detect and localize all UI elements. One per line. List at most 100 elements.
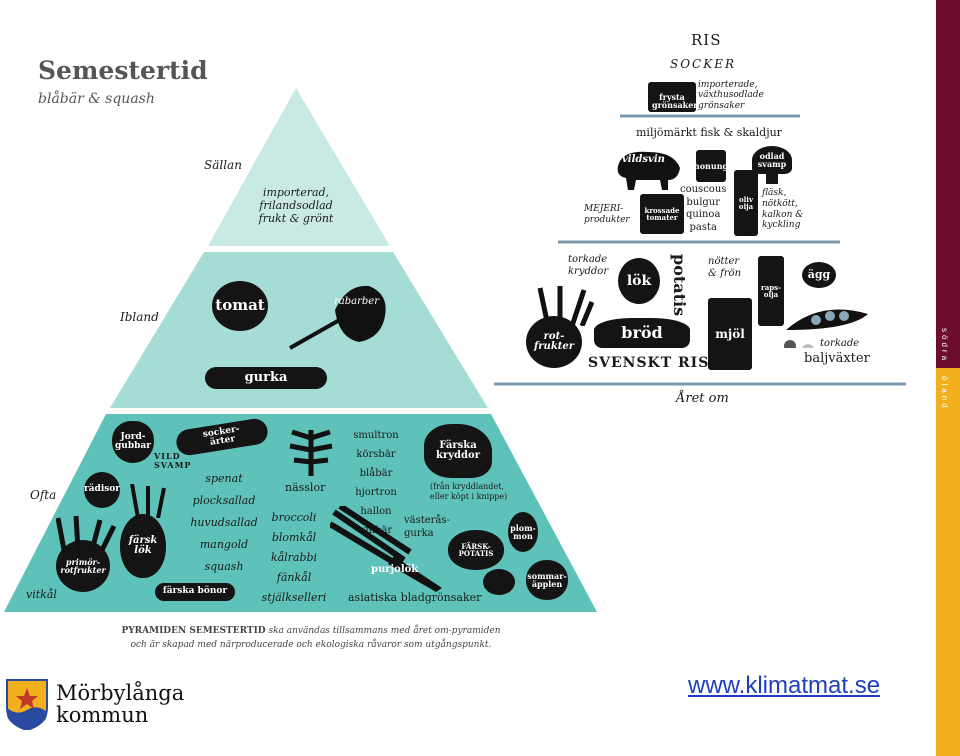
mushroom-label: odlad svamp: [757, 150, 787, 169]
potato-label: FÄRSK- POTATIS: [458, 541, 494, 558]
bread-icon: bröd: [594, 318, 690, 348]
top-rice: RIS: [691, 31, 722, 49]
legumes-label-b: baljväxter: [804, 351, 870, 366]
apple-label: sommar- äpplen: [527, 570, 567, 589]
top-tier-text: importerad, frilandsodlad frukt & grönt: [258, 186, 334, 226]
top-sugar: SOCKER: [670, 57, 736, 71]
leafy-greens-label: asiatiska bladgrönsaker: [348, 591, 482, 604]
summer-pyramid: Semestertid blåbär & squash Sällan Iblan…: [4, 56, 597, 653]
fresh-beans-label: färska bönor: [162, 586, 228, 597]
potato-icon: FÄRSK- POTATIS: [448, 530, 504, 570]
onion-icon: lök: [618, 258, 660, 304]
boar-icon: [617, 151, 680, 190]
rapeseed-bottle: raps- olja: [758, 256, 784, 326]
sidebar-text-bottom: öland: [940, 376, 949, 411]
caption-rest: ska användas tillsammans med året om-pyr…: [265, 626, 501, 636]
sidebar-text-top: södra: [940, 328, 949, 364]
sidebar-bottom: öland: [936, 368, 960, 756]
honey-label: honung: [693, 161, 729, 171]
berries-item: smultron: [353, 430, 399, 441]
tier-top: [208, 88, 390, 246]
radish-icon: rädisor: [84, 472, 120, 508]
egg-icon: ägg: [802, 262, 836, 288]
frozen-note: importerade, växthusodlade grönsaker: [698, 80, 764, 111]
list-mid-item: stjälkselleri: [261, 591, 327, 604]
list-left-item: spenat: [205, 472, 243, 485]
root-veg-leaves: [537, 286, 594, 326]
onion-label: lök: [626, 272, 652, 289]
list-left-item: squash: [204, 560, 244, 573]
caption-line2: och är skapad med närproducerade och eko…: [130, 640, 492, 651]
leek-label: purjolök: [371, 564, 419, 575]
strawberry-icon: Jord- gubbar: [112, 421, 154, 463]
pyramid-caption: PYRAMIDEN SEMESTERTID ska användas tills…: [86, 624, 536, 653]
cucumber-label: gurka: [244, 370, 288, 386]
tomato-can-label: krossade tomater: [644, 206, 680, 222]
nuts-label: nötter & frön: [708, 256, 742, 279]
list-left-item: huvudsallad: [190, 516, 258, 529]
honey-jar: honung: [693, 150, 729, 182]
flour-label: mjöl: [715, 327, 745, 341]
rhubarb-label: rabarber: [334, 296, 379, 307]
herbs-icon: Färska kryddor: [424, 424, 492, 478]
meat-label: fläsk, nötkött, kalkon & kyckling: [762, 188, 804, 231]
dried-herbs-label: torkade kryddor: [568, 254, 609, 277]
pyramid-title: Semestertid: [38, 56, 208, 85]
boar-label: vildsvin: [622, 154, 665, 165]
vasteras-label: västerås- gurka: [404, 515, 450, 539]
sugar-pea-label: socker- ärter: [202, 423, 241, 448]
logo-line1: Mörbylånga: [56, 681, 185, 705]
list-mid-item: blomkål: [271, 531, 317, 544]
caption-bold: PYRAMIDEN SEMESTERTID: [121, 626, 266, 636]
list-mid: broccoli blomkål kålrabbi fänkål stjälks…: [252, 508, 336, 608]
list-left-item: plocksallad: [192, 494, 256, 507]
mushroom-stem: [766, 172, 778, 184]
vitkal-label: vitkål: [26, 588, 57, 601]
herbs-label: Färska kryddor: [436, 439, 480, 461]
dairy-label: MEJERI- produkter: [584, 204, 630, 225]
nettle-icon: [289, 429, 333, 476]
root-veg-icon: rot- frukter: [526, 316, 582, 368]
tomato-label: tomat: [215, 296, 265, 315]
frozen-veg-box: frysta grönsaker: [648, 82, 698, 112]
potatoes-label: potatis: [670, 254, 689, 317]
list-mid-item: kålrabbi: [270, 551, 318, 564]
sidebar-top: södra: [936, 0, 960, 368]
year-round-footer: Året om: [676, 391, 729, 406]
frozen-veg-label: frysta grönsaker: [652, 92, 698, 110]
apple-icon: sommar- äpplen: [526, 560, 568, 600]
cucumber-icon: gurka: [205, 367, 327, 389]
tier-label-middle: Ibland: [120, 310, 159, 324]
leek-icon: [330, 506, 442, 592]
potato-small-icon: [483, 569, 515, 595]
fresh-beans-icon: färska bönor: [155, 583, 235, 601]
grains-label: couscous bulgur quinoa pasta: [680, 184, 727, 233]
logo-line2: kommun: [56, 703, 149, 727]
klimatmat-link[interactable]: www.klimatmat.se: [688, 672, 881, 699]
tier-label-top: Sällan: [204, 158, 242, 172]
root-veg-label: rot- frukter: [533, 330, 575, 352]
list-mid-item: broccoli: [271, 511, 317, 524]
berries-item: körsbär: [356, 449, 396, 460]
pyramid-subtitle: blåbär & squash: [38, 91, 155, 107]
municipality-crest-icon: [6, 679, 48, 730]
beet-leaves-icon: [56, 515, 116, 552]
strawberry-label: Jord- gubbar: [115, 431, 151, 451]
brand-sidebar: södra öland: [936, 0, 960, 756]
fish-label: miljömärkt fisk & skaldjur: [636, 126, 782, 139]
primor-root-label: primör- rotfrukter: [60, 556, 106, 575]
list-mid-item: fänkål: [276, 571, 312, 584]
egg-label: ägg: [807, 268, 831, 282]
olive-oil-bottle: oliv olja: [734, 170, 758, 236]
swedish-rice-label: SVENSKT RIS: [588, 355, 710, 371]
berries-item: blåbär: [359, 468, 393, 479]
logo-text: Mörbylånga kommun: [56, 682, 184, 726]
bread-label: bröd: [621, 322, 663, 342]
mushroom-icon: odlad svamp: [752, 146, 792, 174]
nettle-label: nässlor: [285, 481, 326, 494]
radish-label: rädisor: [83, 484, 121, 495]
year-round-pyramid: RIS SOCKER frysta grönsaker importerade,…: [490, 20, 910, 420]
tier-label-bottom: Ofta: [30, 488, 57, 502]
fresh-onion-label: färsk lök: [128, 534, 158, 556]
olive-oil-label: oliv olja: [738, 195, 754, 211]
